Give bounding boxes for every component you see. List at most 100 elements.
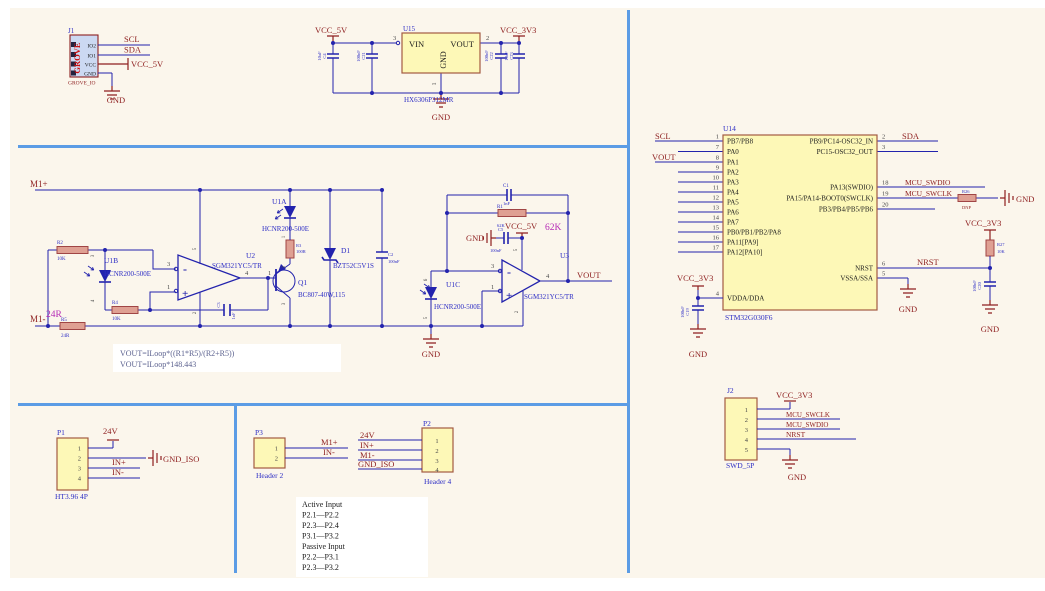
- gnd-u1c: GND: [422, 349, 440, 359]
- capacitor-c5-plates: [503, 232, 509, 244]
- grove-connector: [69, 34, 150, 100]
- u14-pin9-name: PA2: [727, 169, 739, 177]
- isolation-amplifier: [35, 188, 523, 330]
- r27-val: 10K: [997, 249, 1006, 254]
- u1c-photodiode-icon: [425, 287, 437, 299]
- net-24v-p1: 24V: [103, 426, 119, 436]
- c19-ref: C19: [685, 308, 690, 316]
- note-line7: P2.3—P3.2: [302, 563, 339, 572]
- q1-ref: Q1: [298, 278, 307, 287]
- q1-part: BC807-40W,115: [298, 291, 346, 299]
- u2-pin1-num: 1: [167, 284, 170, 291]
- c3-feedback-wires: [150, 278, 269, 311]
- j2-part: SWD_5P: [726, 461, 754, 470]
- note-line1: Active Input: [302, 500, 343, 509]
- vcc3v3-power-symbol-nrst: [984, 229, 996, 240]
- u1b-part: HCNR200-500E: [104, 270, 151, 278]
- c20-ref: C20: [977, 282, 982, 290]
- net-vout-mcu: VOUT: [652, 152, 676, 162]
- u14-part: STM32G030F6: [725, 313, 773, 322]
- p2-pin3-num: 3: [435, 458, 438, 465]
- u14-pin7-name: PA0: [727, 148, 739, 156]
- c5-val: 100nF: [490, 248, 502, 253]
- u1c-part: HCNR200-500E: [434, 303, 481, 311]
- p2-wires: [358, 439, 422, 470]
- u14-pin19-num: 19: [882, 191, 889, 198]
- r2-input-wires: [47, 249, 176, 326]
- r4-ref: R4: [112, 301, 118, 306]
- u15-pin1-num: 1: [431, 82, 438, 85]
- net-sda-mcu: SDA: [902, 131, 920, 141]
- u14-pin12-name: PA5: [727, 199, 739, 207]
- j2-body: [724, 397, 758, 461]
- u1b-ref: U1B: [104, 256, 118, 265]
- u3-pin1-num: 1: [491, 284, 494, 291]
- c21-val: 100nF: [356, 50, 361, 62]
- p2-ref: P2: [423, 419, 431, 428]
- c3-val: 1nF: [231, 312, 236, 320]
- net-nrst-mcu: NRST: [917, 257, 940, 267]
- capacitor-c19-plates: [692, 305, 704, 311]
- r2-val: 10K: [57, 257, 66, 262]
- u14-pin12-num: 12: [713, 195, 720, 202]
- capacitor-plates-u15: [327, 53, 525, 59]
- u2-pin3-circle: [173, 266, 179, 272]
- resistor-r2: [56, 246, 89, 254]
- u3-pin2-num: 2: [515, 310, 520, 313]
- grove-pin-gnd: GND: [84, 72, 96, 78]
- net-m1plus: M1+: [30, 179, 48, 189]
- net-gndiso-p2: GND_ISO: [358, 459, 394, 469]
- resistor-r27: [985, 239, 995, 257]
- feedback-wires: [446, 194, 569, 281]
- j2-pin2-num: 2: [745, 417, 748, 424]
- formula-background: [113, 344, 341, 372]
- r5-ref: R5: [61, 318, 67, 323]
- gnd-j2: GND: [788, 472, 806, 482]
- u14-pin16-name: PA11[PA9]: [727, 239, 759, 247]
- c22-ref: C22: [489, 52, 494, 60]
- net-inminus-p1: IN-: [112, 467, 124, 477]
- c3-ref: C3: [216, 302, 221, 308]
- p1-body: [56, 437, 89, 491]
- q1-body-circle: [272, 269, 296, 293]
- u1a-led-icon: [284, 206, 296, 218]
- note-line3: P2.3—P2.4: [302, 521, 339, 530]
- annot-24r: 24R: [46, 310, 63, 320]
- u1c-ref: U1C: [446, 280, 460, 289]
- gnd-grove: GND: [107, 95, 125, 105]
- note-line2: P2.1—P2.2: [302, 511, 339, 520]
- j2-wires: [757, 402, 856, 455]
- p2-pin1-num: 1: [435, 438, 438, 445]
- r2-ref: R2: [57, 241, 63, 246]
- u1c-pin5-num: 5: [424, 316, 429, 319]
- u14-pin4-num: 4: [716, 291, 720, 298]
- grove-pad-2: [71, 52, 76, 57]
- u3-pin4-num: 4: [546, 273, 550, 280]
- grove-io-ref: GROVE_IO: [68, 81, 96, 87]
- u2-plus: +: [182, 288, 188, 300]
- u14-pin18-name: PA13(SWDIO): [830, 184, 874, 192]
- gnd-u15: GND: [432, 112, 450, 122]
- u2-pin3-num: 3: [167, 261, 170, 268]
- u14-pin11-name: PA4: [727, 189, 739, 197]
- net-nrst-j2: NRST: [786, 430, 806, 439]
- p1-ref: P1: [57, 428, 65, 437]
- net-scl-mcu: SCL: [655, 131, 671, 141]
- u14-body: [722, 134, 878, 311]
- u3-ground-rail: [430, 290, 524, 334]
- capacitor-c20-plates: [984, 281, 996, 287]
- p1-pin4-num: 4: [78, 476, 82, 483]
- u2-minus: -: [183, 262, 187, 276]
- grove-pad-3: [71, 61, 76, 67]
- annot-62k: 62K: [545, 223, 562, 233]
- net-m1plus-p3: M1+: [321, 437, 338, 447]
- u14-ref: U14: [723, 124, 736, 133]
- c1-val: 1nF: [503, 201, 511, 206]
- resistor-r4: [111, 306, 139, 314]
- resistor-r1: [497, 209, 527, 217]
- u3-ref: U3: [560, 251, 569, 260]
- d1-part: BZT52C5V1S: [333, 262, 374, 270]
- u1a-pin1-num: 1: [282, 235, 287, 238]
